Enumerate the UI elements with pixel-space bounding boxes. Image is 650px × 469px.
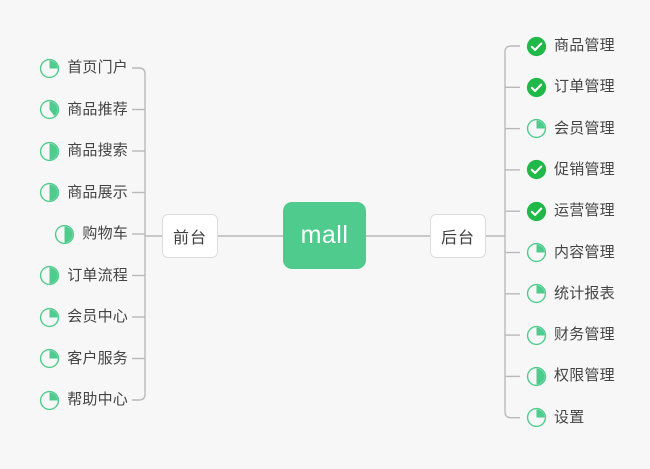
pie-progress-icon [526,408,547,428]
leaf-item[interactable]: 商品推荐 [39,97,128,123]
leaf-item[interactable]: 商品展示 [39,180,128,206]
pie-progress-icon [526,284,547,304]
leaf-item-label: 订单管理 [554,78,615,96]
leaf-item-label: 帮助中心 [67,391,128,408]
leaf-item[interactable]: 商品管理 [526,33,615,59]
branch-node-back[interactable]: 后台 [430,214,486,258]
leaf-item[interactable]: 订单管理 [526,74,615,100]
leaf-item-label: 内容管理 [554,243,615,261]
leaf-item-label: 首页门户 [67,59,128,76]
connector-line [504,45,520,53]
connector-line [132,67,146,75]
leaf-item-label: 会员中心 [67,308,128,325]
pie-progress-icon [526,325,547,345]
pie-progress-icon [40,182,60,203]
pie-progress-icon [40,141,60,161]
check-circle-icon [526,201,547,221]
check-circle-icon [526,77,547,97]
leaf-item-label: 促销管理 [554,160,615,178]
connector-line [504,411,520,419]
leaf-item[interactable]: 帮助中心 [39,387,128,413]
leaf-item[interactable]: 内容管理 [526,240,615,266]
pie-progress-icon [40,99,60,120]
branch-node-front[interactable]: 前台 [162,214,218,258]
pie-progress-icon [40,58,60,78]
pie-progress-icon [55,224,75,244]
pie-progress-icon [526,118,547,139]
leaf-item-label: 会员管理 [554,119,615,137]
leaf-item[interactable]: 订单流程 [39,263,128,289]
leaf-item-label: 统计报表 [554,284,615,302]
leaf-item-label: 财务管理 [554,326,615,344]
leaf-item-label: 运营管理 [554,202,615,220]
check-circle-icon [526,160,547,180]
leaf-item[interactable]: 财务管理 [526,322,615,348]
leaf-item-label: 商品搜索 [67,142,128,159]
leaf-item-label: 商品推荐 [67,100,128,118]
leaf-item[interactable]: 权限管理 [526,363,615,389]
check-circle-icon [526,36,547,56]
leaf-item[interactable]: 购物车 [54,221,128,247]
pie-progress-icon [40,390,60,410]
root-node-mall[interactable]: mall [283,202,366,269]
leaf-item[interactable]: 商品搜索 [39,138,128,164]
leaf-item[interactable]: 促销管理 [526,157,615,183]
leaf-item-label: 权限管理 [554,367,615,385]
leaf-item[interactable]: 统计报表 [526,281,615,307]
leaf-item-label: 商品展示 [67,183,128,201]
pie-progress-icon [526,242,547,263]
leaf-item-label: 购物车 [82,225,128,242]
pie-progress-icon [40,348,60,369]
pie-progress-icon [526,366,547,387]
leaf-item[interactable]: 运营管理 [526,198,615,224]
leaf-item[interactable]: 会员中心 [39,304,128,330]
leaf-item-label: 客户服务 [67,349,128,367]
connector-line [132,393,146,401]
pie-progress-icon [40,265,60,286]
leaf-item-label: 商品管理 [554,37,615,54]
leaf-item-label: 设置 [554,408,585,426]
leaf-item-label: 订单流程 [67,266,128,284]
leaf-item[interactable]: 首页门户 [39,55,128,81]
leaf-item[interactable]: 会员管理 [526,116,615,142]
pie-progress-icon [40,307,60,327]
leaf-item[interactable]: 设置 [526,405,584,431]
leaf-item[interactable]: 客户服务 [39,346,128,372]
